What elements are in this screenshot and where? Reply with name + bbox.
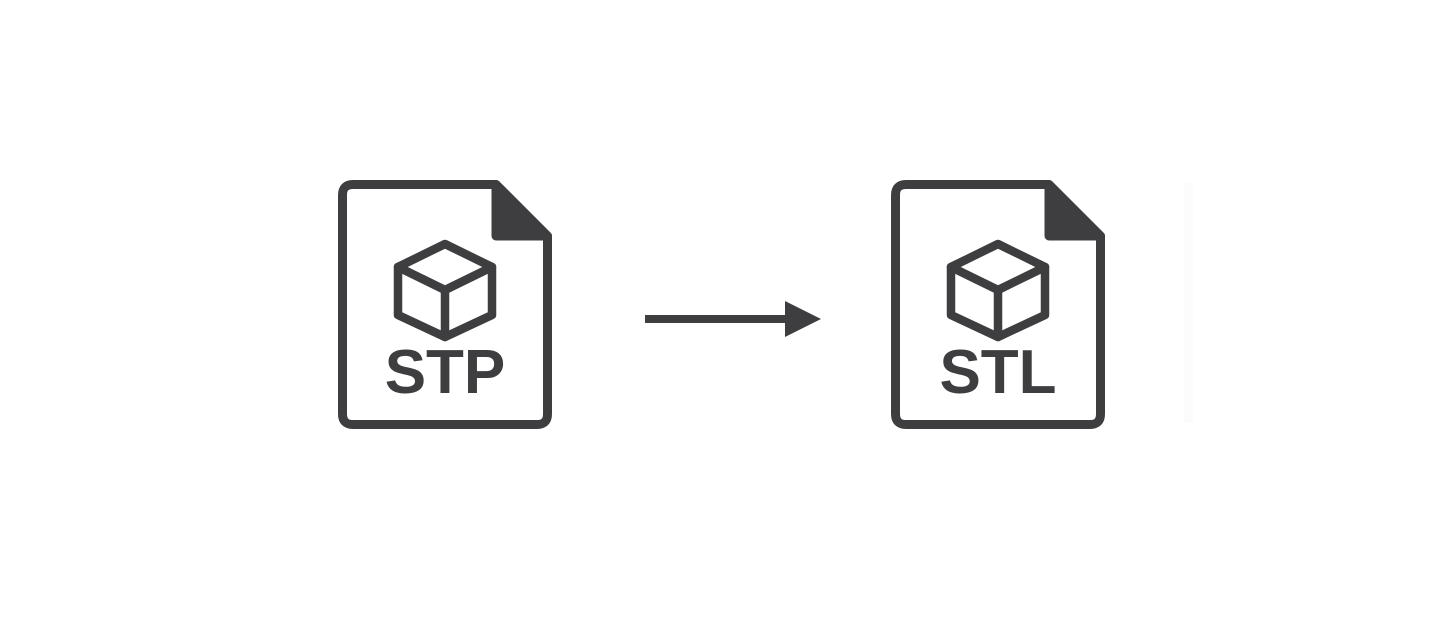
faint-edge-strip	[1184, 183, 1193, 423]
file-3d-model-icon	[891, 180, 1105, 429]
right-arrow-icon	[645, 301, 821, 337]
folded-corner-icon	[491, 180, 552, 241]
target-file-label: STL	[939, 338, 1057, 407]
target-file-icon: STL	[891, 180, 1105, 429]
source-file-label: STP	[384, 338, 506, 407]
cube-icon	[393, 239, 497, 342]
folded-corner-icon	[1044, 180, 1105, 241]
source-file-icon: STP	[338, 180, 552, 429]
cube-icon	[946, 239, 1050, 342]
file-3d-model-icon	[338, 180, 552, 429]
